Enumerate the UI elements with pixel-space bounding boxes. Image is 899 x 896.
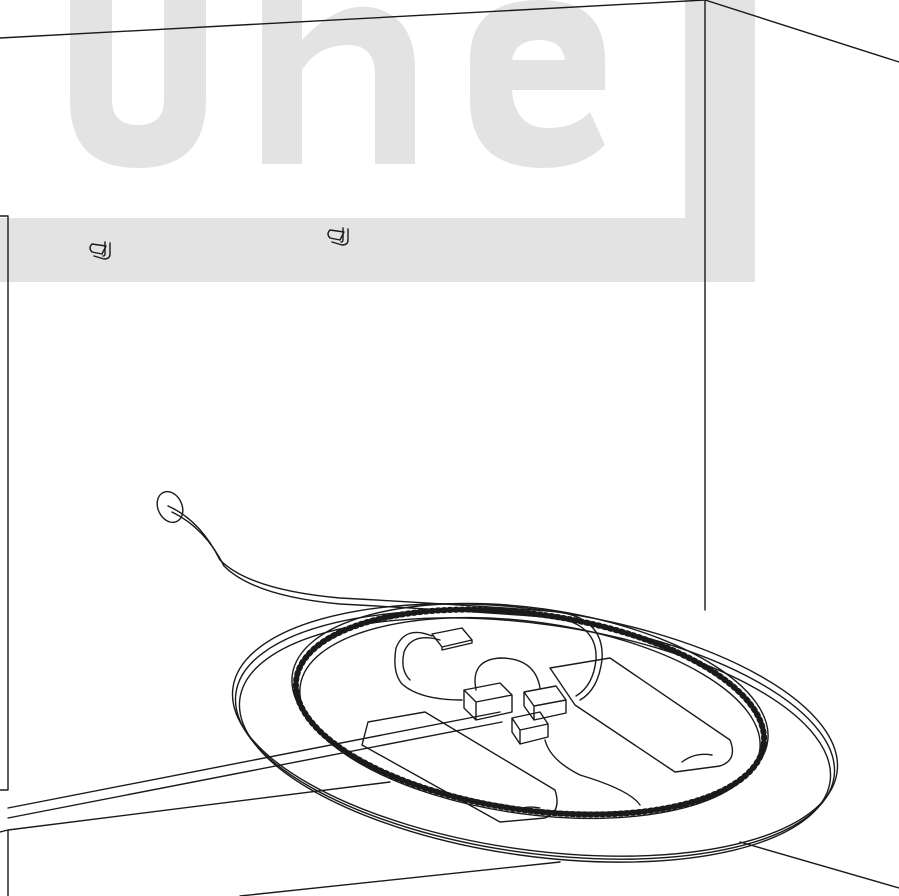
watermark: [0, 0, 755, 282]
floor-edge-bottom: [7, 781, 391, 831]
electrical-components: [394, 627, 641, 806]
watermark-letter-3: [470, 0, 605, 168]
watermark-bracket: [685, 0, 755, 282]
watermark-letter-2: [262, 0, 415, 164]
hook-icon: [327, 227, 349, 246]
floor-edge-right: [739, 841, 899, 889]
terminal-block-a: [463, 682, 513, 721]
terminal-block-b: [523, 685, 567, 721]
plate-slot-left: [511, 806, 541, 813]
connector-wire-long: [544, 739, 641, 806]
diagonal-cable-b: [7, 721, 503, 819]
cable-strand-a: [167, 505, 603, 701]
mounting-plates: [361, 657, 734, 823]
watermark-band: [0, 218, 755, 282]
ceiling-edge-right: [704, 0, 899, 63]
ceiling-cable-entry: [156, 490, 184, 524]
led-strip: [292, 606, 768, 818]
round-ceiling-lamp-base: [231, 602, 839, 863]
ceiling-edge-left: [0, 0, 706, 39]
connector-wire-loop: [474, 657, 541, 691]
lamp-outer-rim: [231, 603, 839, 857]
floor-edge-lower: [239, 861, 561, 896]
terminal-block-c: [511, 711, 549, 745]
lamp-outer-rim-base: [238, 617, 832, 863]
driver-wire-b: [402, 637, 441, 681]
diagonal-cable-a: [7, 711, 501, 809]
wall-edge-bottom-left: [0, 829, 9, 896]
mounting-plate-left: [361, 711, 558, 823]
wall-edge-left-outer: [0, 215, 9, 791]
plate-slot-right: [681, 753, 713, 763]
driver-wire: [394, 631, 463, 701]
watermark-letter-1: [70, 0, 206, 168]
hook-icon: [89, 241, 111, 260]
cable-strand-b: [171, 511, 597, 697]
led-driver: [431, 627, 473, 651]
power-cable: [7, 490, 603, 819]
wall-bracket-hooks: [89, 227, 349, 260]
mounting-plate-right: [549, 657, 734, 773]
